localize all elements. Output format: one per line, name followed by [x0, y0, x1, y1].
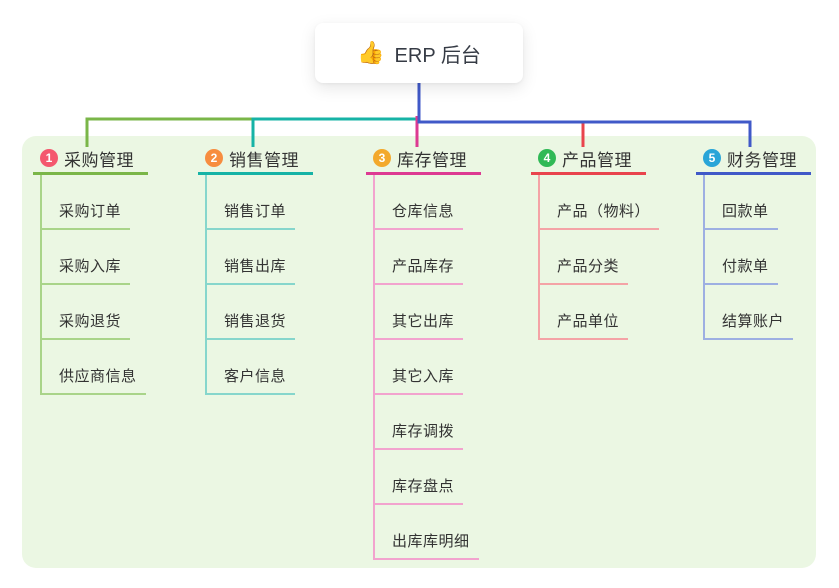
branch-1-node[interactable]: 1 采购管理: [33, 146, 148, 175]
child-label: 仓库信息: [392, 203, 455, 220]
child-label: 采购入库: [59, 258, 122, 275]
child-node[interactable]: 采购订单: [42, 175, 131, 230]
child-node[interactable]: 其它出库: [375, 285, 464, 340]
child-node[interactable]: 仓库信息: [375, 175, 464, 230]
child-node[interactable]: 库存调拨: [375, 395, 464, 450]
child-node[interactable]: 销售退货: [207, 285, 296, 340]
root-node-label: ERP 后台: [394, 44, 481, 67]
child-label: 供应商信息: [59, 368, 137, 385]
thumbs-up-icon: 👍: [357, 40, 385, 65]
branch-1-children: 采购订单采购入库采购退货供应商信息: [40, 175, 146, 395]
branch-4-node[interactable]: 4 产品管理: [531, 146, 646, 175]
branch-number-badge: 5: [703, 149, 721, 167]
branch-3: 3 库存管理仓库信息产品库存其它出库其它入库库存调拨库存盘点出库库明细: [366, 146, 481, 560]
child-node[interactable]: 销售订单: [207, 175, 296, 230]
child-label: 其它入库: [392, 368, 455, 385]
child-label: 客户信息: [224, 368, 287, 385]
branch-2: 2 销售管理销售订单销售出库销售退货客户信息: [198, 146, 313, 395]
child-node[interactable]: 产品分类: [540, 230, 629, 285]
branch-3-children: 仓库信息产品库存其它出库其它入库库存调拨库存盘点出库库明细: [373, 175, 479, 560]
child-node[interactable]: 采购入库: [42, 230, 131, 285]
child-label: 其它出库: [392, 313, 455, 330]
mindmap-panel: [22, 136, 816, 568]
connector-branch-5: [417, 83, 752, 147]
branch-2-node[interactable]: 2 销售管理: [198, 146, 313, 175]
branch-3-node[interactable]: 3 库存管理: [366, 146, 481, 175]
branch-title: 产品管理: [562, 150, 632, 170]
child-node[interactable]: 采购退货: [42, 285, 131, 340]
root-node[interactable]: 👍 ERP 后台: [315, 23, 523, 83]
child-label: 产品库存: [392, 258, 455, 275]
branch-number-badge: 4: [538, 149, 556, 167]
child-node[interactable]: 产品（物料）: [540, 175, 660, 230]
child-label: 产品单位: [557, 313, 620, 330]
child-node[interactable]: 结算账户: [705, 285, 794, 340]
branch-5-children: 回款单付款单结算账户: [703, 175, 794, 340]
child-label: 销售订单: [224, 203, 287, 220]
child-label: 结算账户: [722, 313, 785, 330]
child-node[interactable]: 付款单: [705, 230, 778, 285]
child-node[interactable]: 产品库存: [375, 230, 464, 285]
child-node[interactable]: 产品单位: [540, 285, 629, 340]
child-node[interactable]: 出库库明细: [375, 505, 479, 560]
branch-number-badge: 3: [373, 149, 391, 167]
branch-5: 5 财务管理回款单付款单结算账户: [696, 146, 811, 340]
branch-2-children: 销售订单销售出库销售退货客户信息: [205, 175, 296, 395]
branch-number-badge: 1: [40, 149, 58, 167]
child-node[interactable]: 其它入库: [375, 340, 464, 395]
branch-number-badge: 2: [205, 149, 223, 167]
child-label: 销售退货: [224, 313, 287, 330]
child-label: 产品（物料）: [557, 203, 651, 220]
connector-branch-2: [251, 117, 419, 147]
child-node[interactable]: 库存盘点: [375, 450, 464, 505]
child-node[interactable]: 客户信息: [207, 340, 296, 395]
branch-title: 财务管理: [727, 150, 797, 170]
child-label: 产品分类: [557, 258, 620, 275]
branch-1: 1 采购管理采购订单采购入库采购退货供应商信息: [33, 146, 148, 395]
branch-title: 库存管理: [397, 150, 467, 170]
branch-5-node[interactable]: 5 财务管理: [696, 146, 811, 175]
child-label: 销售出库: [224, 258, 287, 275]
child-label: 出库库明细: [392, 533, 470, 550]
child-label: 采购订单: [59, 203, 122, 220]
branch-title: 销售管理: [229, 150, 299, 170]
child-label: 回款单: [722, 203, 769, 220]
branch-title: 采购管理: [64, 150, 134, 170]
branch-4: 4 产品管理产品（物料） 产品分类产品单位: [531, 146, 660, 340]
child-node[interactable]: 回款单: [705, 175, 778, 230]
child-label: 采购退货: [59, 313, 122, 330]
connector-branch-4: [419, 120, 585, 147]
branch-4-children: 产品（物料） 产品分类产品单位: [538, 175, 660, 340]
child-node[interactable]: 销售出库: [207, 230, 296, 285]
child-label: 库存调拨: [392, 423, 455, 440]
child-label: 付款单: [722, 258, 769, 275]
child-node[interactable]: 供应商信息: [42, 340, 146, 395]
child-label: 库存盘点: [392, 478, 455, 495]
